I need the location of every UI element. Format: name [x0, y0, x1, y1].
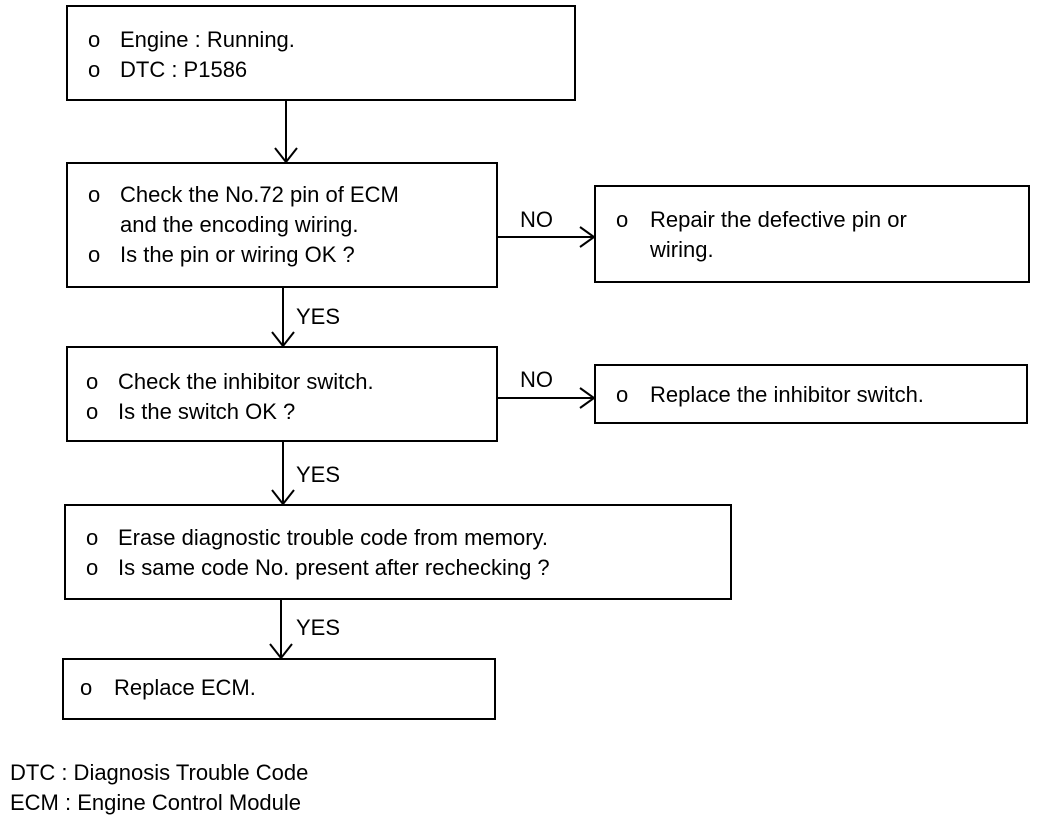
repair-line-2: wiring. [650, 237, 714, 262]
bullet: o [88, 182, 101, 207]
no-label-switch: NO [520, 367, 553, 392]
bullet: o [616, 207, 629, 232]
yes-label-pin: YES [296, 304, 341, 329]
erase-box: o Erase diagnostic trouble code from mem… [64, 504, 732, 600]
bullet: o [616, 382, 629, 407]
replace-switch-box: o Replace the inhibitor switch. [594, 364, 1028, 424]
check-switch-box: o Check the inhibitor switch. o Is the s… [66, 346, 498, 442]
check-pin-line-2: and the encoding wiring. [120, 212, 359, 237]
check-switch-line-1: Check the inhibitor switch. [118, 369, 374, 394]
check-pin-line-1: Check the No.72 pin of ECM [120, 182, 399, 207]
check-pin-box: o Check the No.72 pin of ECM and the enc… [66, 162, 498, 288]
erase-line-1: Erase diagnostic trouble code from memor… [118, 525, 548, 550]
bullet: o [88, 242, 101, 267]
yes-label-switch: YES [296, 462, 341, 487]
bullet: o [86, 399, 99, 424]
bullet: o [86, 369, 99, 394]
bullet: o [80, 675, 93, 700]
no-label-pin: NO [520, 207, 553, 232]
repair-box: o Repair the defective pin or wiring. [594, 185, 1030, 283]
check-switch-line-2: Is the switch OK ? [118, 399, 296, 424]
repair-line-1: Repair the defective pin or [650, 207, 907, 232]
start-line-2: DTC : P1586 [120, 57, 248, 82]
erase-line-2: Is same code No. present after recheckin… [118, 555, 550, 580]
bullet: o [86, 555, 99, 580]
legend-ecm: ECM : Engine Control Module [10, 790, 302, 815]
bullet: o [86, 525, 99, 550]
check-pin-line-3: Is the pin or wiring OK ? [120, 242, 355, 267]
start-box: o Engine : Running. o DTC : P1586 [66, 5, 576, 101]
legend-dtc: DTC : Diagnosis Trouble Code [10, 760, 309, 785]
replace-ecm-box: o Replace ECM. [62, 658, 496, 720]
replace-ecm-line-1: Replace ECM. [114, 675, 256, 700]
bullet: o [88, 57, 101, 82]
start-line-1: Engine : Running. [120, 27, 295, 52]
yes-label-erase: YES [296, 615, 341, 640]
replace-switch-line-1: Replace the inhibitor switch. [650, 382, 924, 407]
bullet: o [88, 27, 101, 52]
